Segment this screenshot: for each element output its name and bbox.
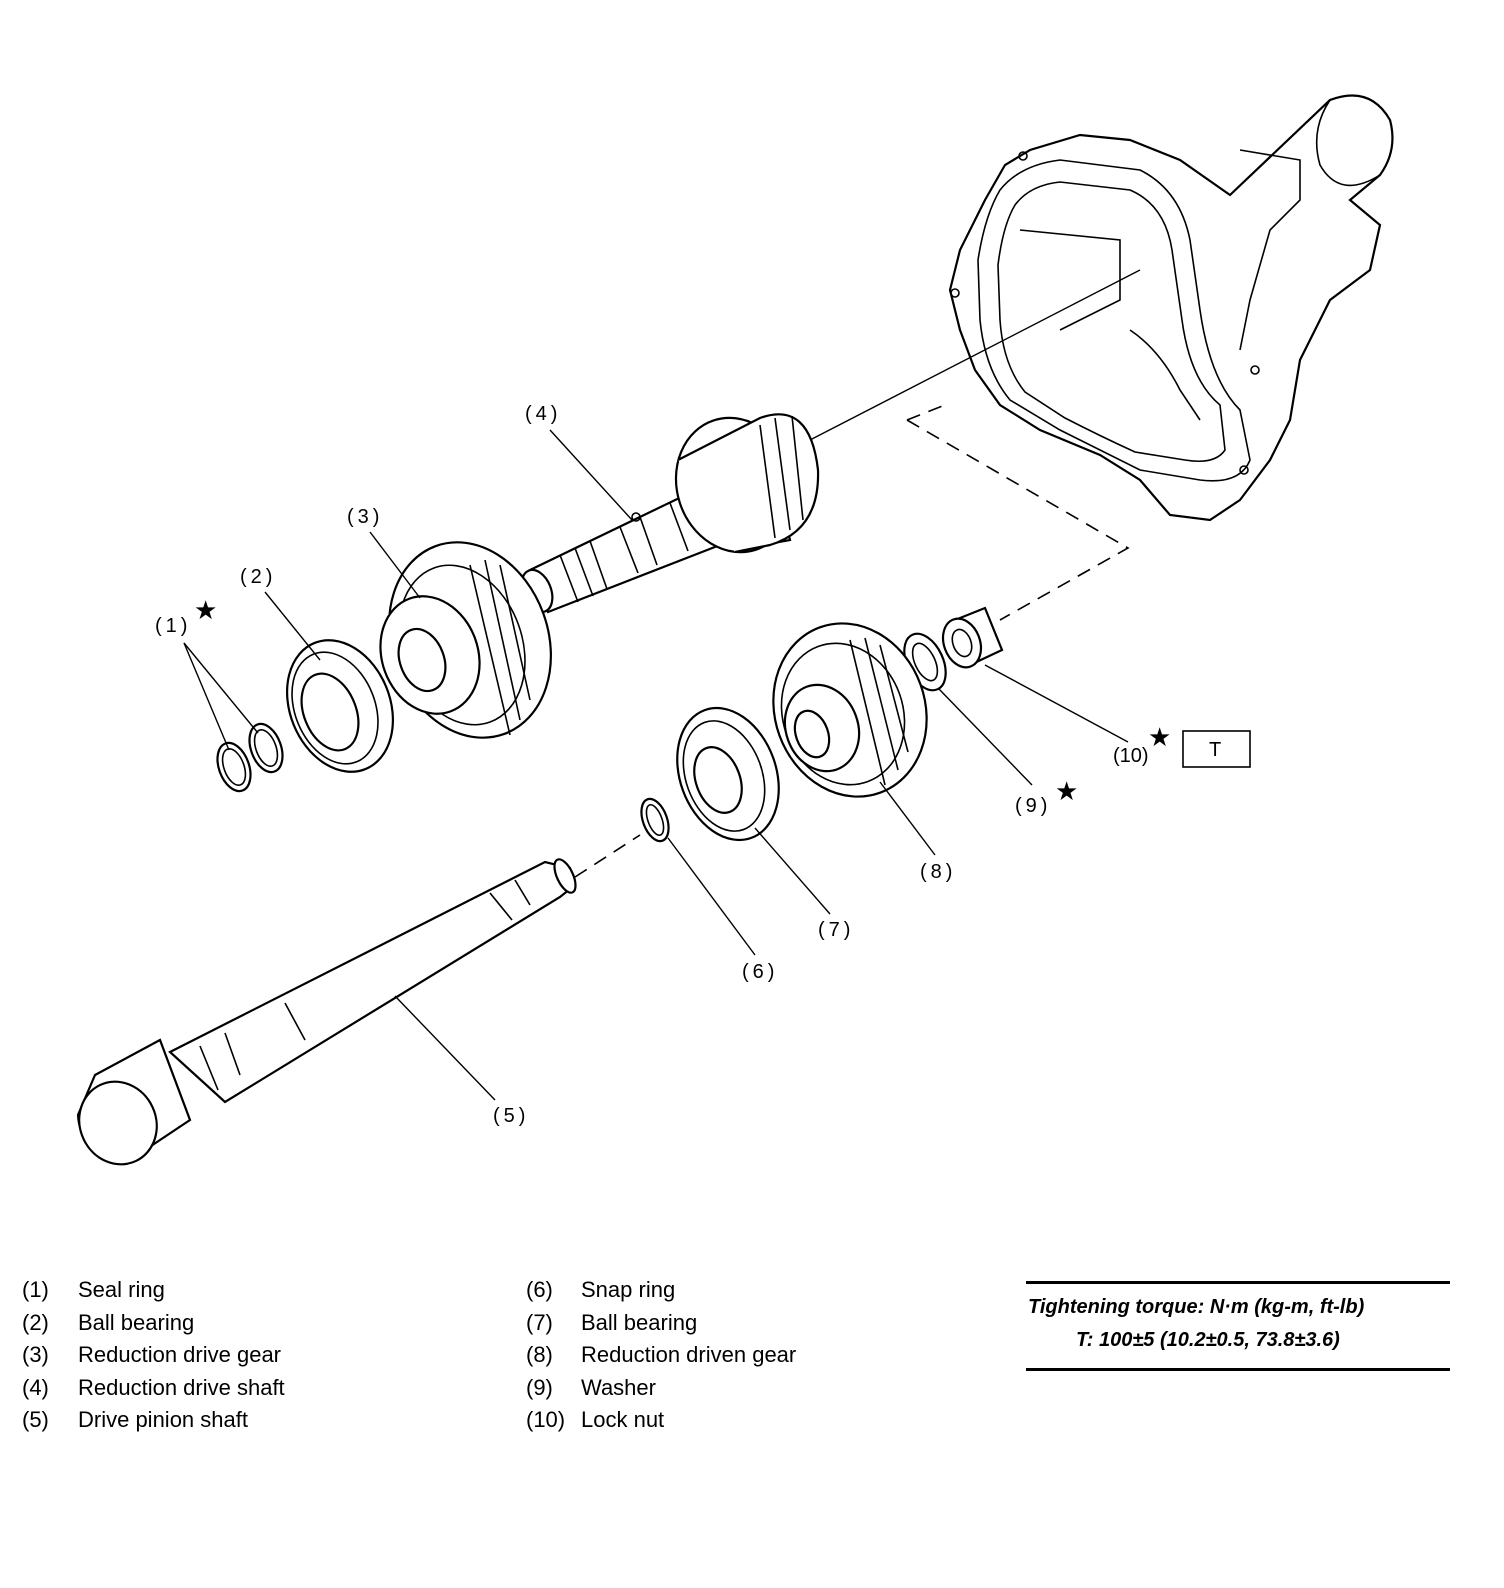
legend-item: (9) Washer	[526, 1372, 796, 1405]
exploded-view-diagram: (1) (2) (3) (4) (5) (6) (7) (8) (9) (10)…	[76, 94, 1394, 1166]
legend-right: (6) Snap ring (7) Ball bearing (8) Reductio…	[526, 1274, 796, 1437]
tightening-torque-box: Tightening torque: N·m (kg-m, ft-lb) T: …	[1026, 1281, 1450, 1371]
legend-number: (4)	[22, 1374, 49, 1400]
callout-2: (2)	[240, 566, 276, 588]
legend-number: (8)	[526, 1342, 553, 1367]
callout-5: (5)	[493, 1105, 529, 1127]
transmission-case	[948, 94, 1394, 522]
legend-number: (1)	[22, 1277, 49, 1302]
legend-item: (6) Snap ring	[526, 1274, 796, 1307]
legend-label: Reduction drive shaft	[78, 1374, 285, 1400]
reduction-drive-gear	[379, 541, 552, 739]
star-marker-1: ★	[194, 596, 217, 626]
legend-item: (1) Seal ring	[22, 1274, 285, 1307]
legend-number: (9)	[526, 1374, 553, 1400]
legend-number: (3)	[22, 1342, 49, 1367]
lock-nut	[941, 606, 1004, 669]
reduction-driven-gear	[772, 622, 928, 798]
legend-label: Lock nut	[581, 1407, 665, 1432]
legend-item: (8) Reduction driven gear	[526, 1339, 796, 1372]
callout-3: (3)	[347, 506, 383, 528]
reduction-drive-shaft	[520, 413, 820, 614]
legend-item: (2) Ball bearing	[22, 1307, 285, 1340]
callout-7: (7)	[818, 919, 854, 941]
legend-label: Seal ring	[78, 1277, 165, 1302]
legend-number: (2)	[22, 1309, 49, 1335]
callout-6: (6)	[742, 961, 778, 983]
star-marker-9: ★	[1055, 777, 1078, 807]
legend-left: (1) Seal ring (2) Ball bearing (3) Reductio…	[22, 1274, 285, 1437]
callout-4: (4)	[525, 403, 561, 425]
torque-marker-label: T	[1209, 739, 1221, 761]
ball-bearing-2	[286, 639, 394, 773]
legend-number: (7)	[526, 1309, 553, 1335]
legend-item: (4) Reduction drive shaft	[22, 1372, 285, 1405]
torque-value: T: 100±5 (10.2±0.5, 73.8±3.6)	[1076, 1329, 1340, 1351]
legend-number: (5)	[22, 1407, 49, 1432]
callout-1: (1)	[155, 615, 191, 637]
legend-item: (3) Reduction drive gear	[22, 1339, 285, 1372]
legend-item: (5) Drive pinion shaft	[22, 1404, 285, 1437]
callout-8: (8)	[920, 861, 956, 883]
torque-title: Tightening torque: N·m (kg-m, ft-lb)	[1028, 1296, 1365, 1318]
ball-bearing-7	[676, 706, 780, 842]
legend-item: (10) Lock nut	[526, 1404, 796, 1437]
legend-label: Washer	[581, 1374, 656, 1400]
legend-item: (7) Ball bearing	[526, 1307, 796, 1340]
callout-9: (9)	[1015, 795, 1051, 817]
torque-marker-box	[1182, 730, 1251, 768]
legend-label: Drive pinion shaft	[78, 1407, 248, 1432]
legend-label: Snap ring	[581, 1277, 676, 1302]
seal-rings	[216, 722, 284, 793]
legend-number: (10)	[526, 1407, 566, 1432]
legend-label: Ball bearing	[581, 1309, 698, 1335]
drive-pinion-shaft	[76, 834, 641, 1166]
legend-number: (6)	[526, 1277, 553, 1302]
legend-label: Ball bearing	[78, 1309, 195, 1335]
snap-ring	[640, 797, 670, 843]
callout-10: (10)	[1113, 745, 1149, 767]
legend-label: Reduction driven gear	[581, 1342, 797, 1367]
star-marker-10: ★	[1148, 723, 1171, 753]
legend-label: Reduction drive gear	[78, 1342, 282, 1367]
